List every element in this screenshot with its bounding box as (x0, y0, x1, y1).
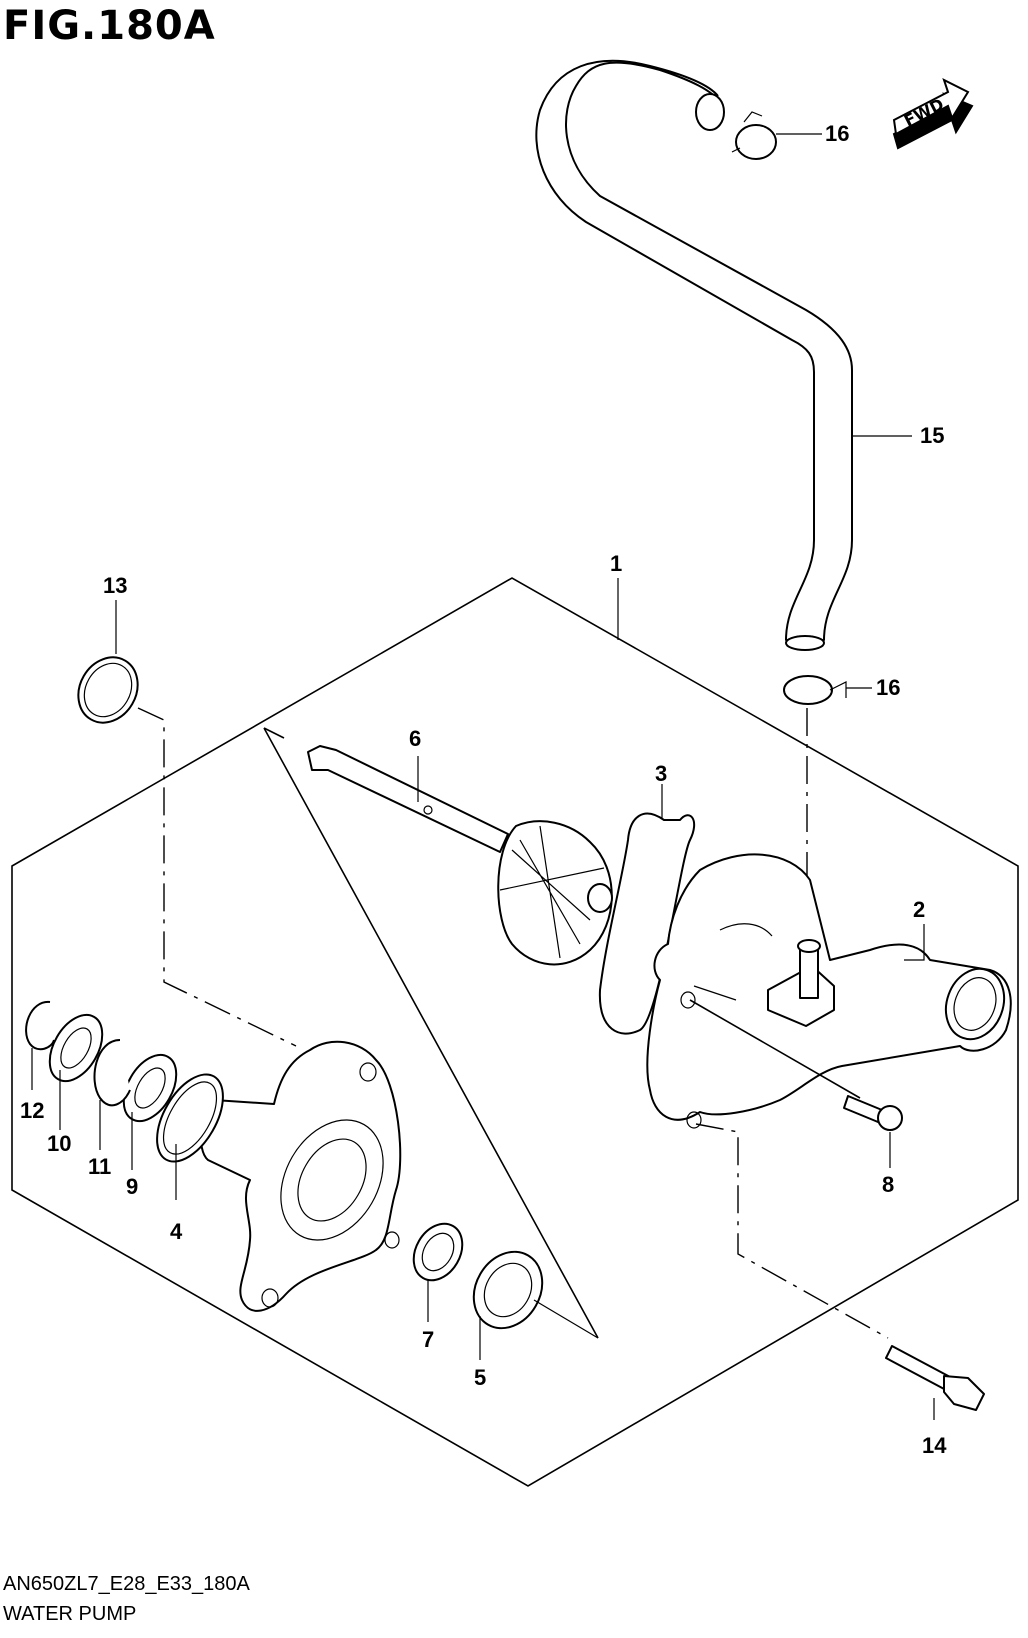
callout-9: 9 (126, 1174, 139, 1199)
callout-14: 14 (922, 1433, 947, 1458)
mechanical-seal (472, 1250, 599, 1339)
diagram-caption: WATER PUMP (3, 1603, 137, 1625)
screw-8 (843, 1095, 903, 1131)
hose-end-top (695, 93, 725, 131)
figure-title: FIG.180A (3, 3, 216, 49)
pump-shaft (307, 745, 509, 853)
hose-clamp-top (731, 111, 777, 160)
inner-guide-lines (263, 727, 599, 1339)
callout-15: 15 (920, 423, 945, 448)
hose-clamp-bottom (783, 675, 847, 705)
callout-8: 8 (882, 1172, 895, 1197)
callout-16-top: 16 (825, 121, 850, 146)
o-ring-13-guide (137, 707, 297, 1047)
screw-centerline (689, 999, 861, 1099)
callout-leader-2 (904, 924, 925, 961)
callout-10: 10 (47, 1131, 72, 1156)
o-ring-13-inner (83, 662, 133, 718)
bearing-9-inner (134, 1067, 166, 1109)
callout-7: 7 (422, 1327, 435, 1352)
gasket-3 (598, 812, 696, 1035)
o-ring-4 (156, 1073, 224, 1163)
callout-11: 11 (88, 1154, 112, 1179)
bearing-10-inner (60, 1027, 92, 1069)
callout-6: 6 (409, 726, 422, 751)
callout-2: 2 (913, 897, 926, 922)
callout-3: 3 (655, 761, 668, 786)
impeller (497, 820, 613, 966)
bolt-14 (885, 1345, 985, 1411)
callout-16-bottom: 16 (876, 675, 901, 700)
pump-case (199, 1040, 402, 1312)
callout-12: 12 (20, 1098, 45, 1123)
pump-cover-housing (646, 853, 1012, 1129)
circlip-11 (93, 1039, 131, 1107)
callout-4: 4 (170, 1219, 183, 1244)
fwd-arrow-icon (892, 78, 974, 150)
oil-seal (412, 1222, 464, 1282)
e-clip-12 (25, 1000, 55, 1051)
hose-end-bottom (785, 635, 825, 651)
assembly-outline (11, 577, 1019, 1487)
callout-13: 13 (103, 573, 128, 598)
callout-5: 5 (474, 1365, 487, 1390)
o-ring-4-inner (162, 1081, 218, 1155)
callout-1: 1 (610, 551, 623, 576)
bolt-14-guide (695, 1123, 889, 1339)
coolant-hose (535, 59, 853, 641)
o-ring-13 (77, 656, 139, 724)
diagram-code: AN650ZL7_E28_E33_180A (3, 1573, 250, 1595)
